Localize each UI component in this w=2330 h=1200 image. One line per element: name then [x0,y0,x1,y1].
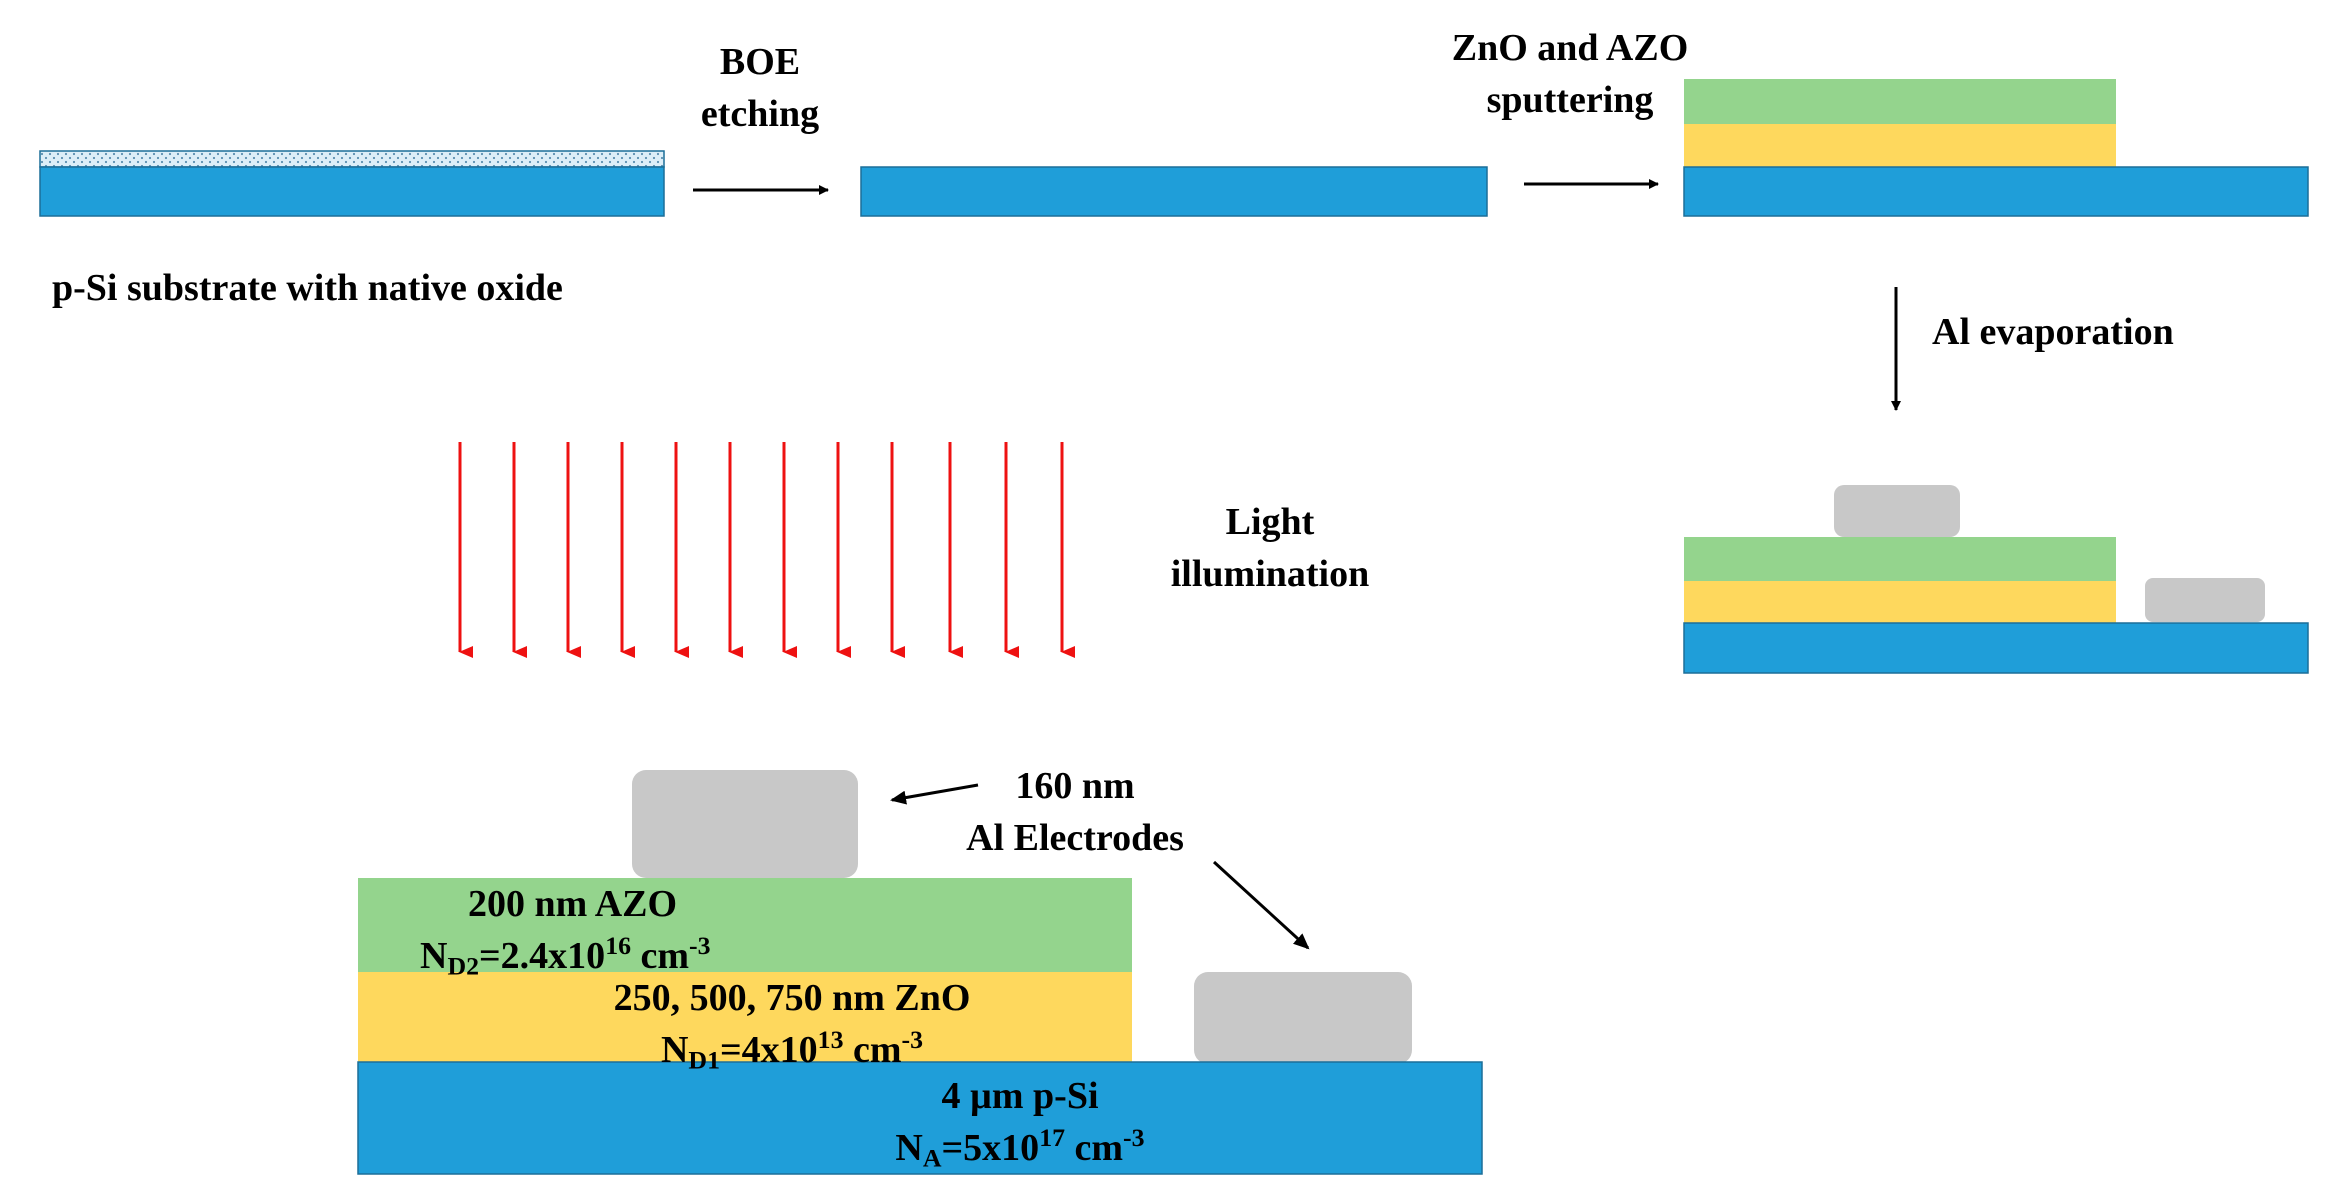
al-electrode-side [1194,972,1412,1064]
si-doping: NA=5x1017 cm-3 [895,1122,1145,1173]
step3-sputtered-stack [1683,79,2309,217]
native-oxide-layer [39,150,665,168]
zno-layer-3 [1684,124,2116,167]
si-layer-label: 4 µm p-Si NA=5x1017 cm-3 [740,1070,1300,1174]
light-label: Light illumination [1120,496,1420,600]
silicon-layer [357,1061,1483,1175]
zno-doping: ND1=4x1013 cm-3 [660,1024,924,1075]
electrode-label-line2: Al Electrodes [966,817,1184,859]
zno-thickness: 250, 500, 750 nm ZnO [613,977,971,1019]
electrode-pointer-top [890,783,979,805]
al-electrode-top-4 [1834,485,1960,537]
azo-layer-label: 200 nm AZO ND2=2.4x1016 cm-3 [420,878,711,982]
azo-doping: ND2=2.4x1016 cm-3 [420,930,711,981]
silicon-substrate-4 [1683,622,2309,674]
azo-thickness: 200 nm AZO [468,883,678,925]
silicon-substrate-2 [860,166,1488,217]
substrate-label: p-Si substrate with native oxide [52,267,563,309]
step1-substrate [39,150,665,217]
azo-layer-3 [1684,79,2116,124]
step4-with-electrodes [1683,485,2309,674]
evaporation-label: Al evaporation [1932,311,2174,353]
final-device-cross-section [357,770,1483,1175]
boe-label: BOE etching [680,36,840,140]
sputtering-label-line2: sputtering [1486,79,1654,121]
light-illumination-arrows [458,442,1075,658]
azo-layer [358,878,1132,972]
zno-layer [358,972,1132,1062]
silicon-substrate-3 [1683,166,2309,217]
electrode-pointer-side [1212,860,1310,950]
sputtering-label: ZnO and AZO sputtering [1420,22,1720,126]
al-electrode-top [632,770,858,878]
boe-label-line2: etching [700,93,820,135]
electrode-label: 160 nm Al Electrodes [910,760,1240,864]
silicon-substrate-1 [39,166,665,217]
zno-layer-4 [1684,581,2116,623]
zno-layer-label: 250, 500, 750 nm ZnO ND1=4x1013 cm-3 [512,972,1072,1076]
sputtering-label-line1: ZnO and AZO [1451,27,1689,69]
electrode-label-line1: 160 nm [1015,765,1135,807]
azo-layer-4 [1684,537,2116,581]
light-label-line2: illumination [1170,553,1370,595]
al-electrode-side-4 [2145,578,2265,622]
si-thickness: 4 µm p-Si [941,1075,1099,1117]
light-label-line1: Light [1225,501,1315,543]
boe-label-line1: BOE [719,41,801,83]
